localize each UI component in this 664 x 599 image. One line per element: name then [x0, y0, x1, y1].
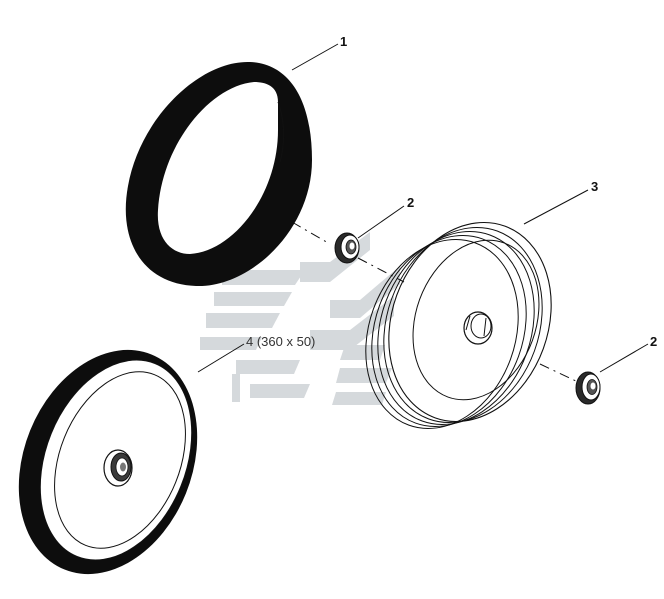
leader-lines [197, 43, 649, 373]
callout-3: 3 [591, 179, 598, 194]
callout-1: 1 [340, 34, 347, 49]
callout-2-upper: 2 [407, 195, 414, 210]
callout-4: 4 (360 x 50) [246, 334, 315, 349]
tire-ring-part-1 [125, 61, 313, 287]
watermark-logo [200, 232, 400, 405]
callout-2-lower: 2 [650, 334, 657, 349]
bearing-part-2-lower [575, 371, 601, 405]
wheel-assembly-part-4 [18, 349, 198, 575]
wheel-rim-part-3 [365, 221, 552, 430]
center-lines [291, 221, 579, 383]
bearing-part-2-upper [334, 232, 360, 264]
